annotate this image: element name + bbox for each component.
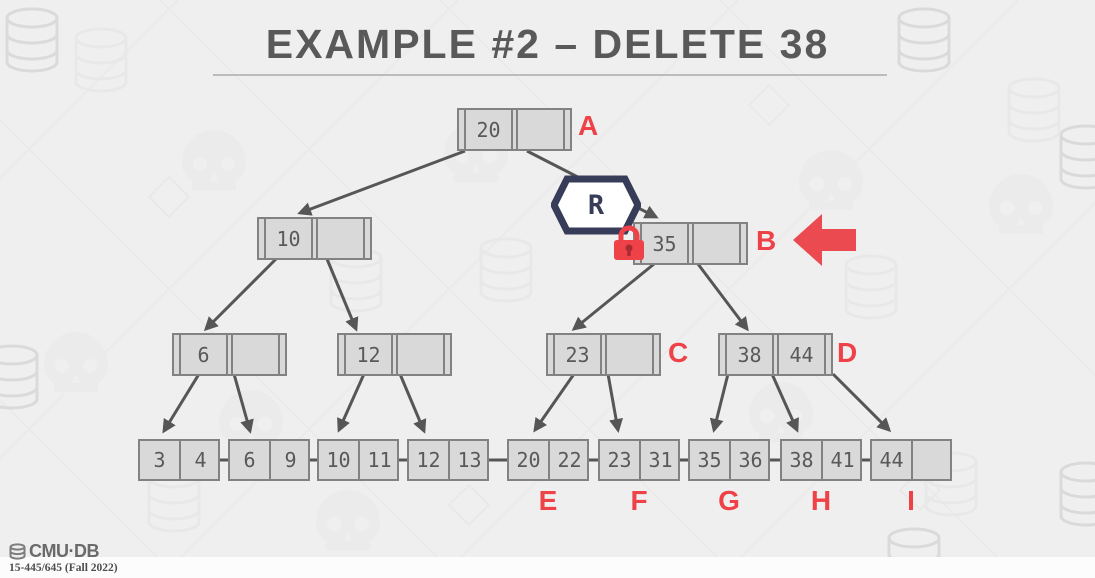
lock-icon (614, 225, 644, 260)
key-cell: 44 (789, 342, 814, 367)
title-divider (213, 74, 887, 76)
leaf-node-3-4: 3 4 (138, 439, 220, 481)
node-c-label: C (668, 337, 689, 368)
node-d-label: D (837, 337, 858, 368)
course-label: 15-445/645 (Fall 2022) (9, 562, 118, 574)
key-cell (911, 441, 952, 479)
key-cell: 38 (737, 342, 762, 367)
red-left-arrow-icon (793, 214, 856, 266)
pointer-slot (548, 335, 555, 374)
key-cell (607, 335, 652, 374)
leaf-node-20-22: 20 22 (507, 439, 589, 481)
key-cell: 35 (697, 448, 722, 472)
pointer-slot (511, 110, 518, 149)
pointer-slot (174, 335, 181, 374)
key-cell: 4 (179, 441, 220, 479)
latch-badge-text: R (587, 190, 605, 221)
key-cell: 22 (548, 441, 589, 479)
key-cell: 12 (356, 342, 381, 367)
pointer-slot (226, 335, 233, 374)
key-cell: 12 (416, 448, 441, 472)
key-cell: 41 (821, 441, 862, 479)
key-cell: 6 (197, 342, 210, 367)
key-cell (518, 110, 563, 149)
key-cell: 38 (789, 448, 814, 472)
database-stack-icon (9, 543, 26, 560)
inner-node-b: 35 (633, 222, 748, 265)
inner-node-6: 6 (172, 333, 287, 376)
pointer-slot (563, 110, 570, 149)
pointer-slot (772, 335, 779, 374)
pointer-slot (739, 224, 746, 263)
inner-node-a: 20 (457, 108, 572, 151)
leaf-node-6-9: 6 9 (228, 439, 310, 481)
slide-title: EXAMPLE #2 – DELETE 38 (265, 21, 830, 67)
pointer-slot (391, 335, 398, 374)
key-cell: 35 (652, 231, 677, 256)
key-cell: 3 (153, 448, 166, 472)
key-cell: 20 (476, 117, 501, 142)
leaf-g-label: G (718, 485, 740, 516)
key-cell (318, 219, 363, 258)
cmu-db-logo: CMU·DB (9, 541, 118, 562)
leaf-i-label: I (907, 485, 915, 516)
pointer-slot (339, 335, 346, 374)
key-cell: 23 (607, 448, 632, 472)
node-a-label: A (578, 110, 599, 141)
node-b-label: B (756, 225, 777, 256)
pointer-slot (720, 335, 727, 374)
pointer-slot (824, 335, 831, 374)
key-cell (694, 224, 739, 263)
key-cell: 31 (639, 441, 680, 479)
pointer-slot (363, 219, 370, 258)
pointer-slot (600, 335, 607, 374)
leaf-node-10-11: 10 11 (317, 439, 399, 481)
key-cell: 10 (276, 226, 301, 251)
key-cell: 44 (879, 448, 904, 472)
leaf-node-38-41: 38 41 (780, 439, 862, 481)
inner-node-12: 12 (337, 333, 452, 376)
pointer-slot (311, 219, 318, 258)
key-cell: 9 (269, 441, 310, 479)
pointer-slot (652, 335, 659, 374)
logo-text: CMU·DB (29, 541, 99, 561)
inner-node-10: 10 (257, 217, 372, 260)
key-cell: 11 (358, 441, 399, 479)
inner-node-d: 38 44 (718, 333, 833, 376)
key-cell (398, 335, 443, 374)
key-cell: 10 (326, 448, 351, 472)
leaf-e-label: E (538, 485, 558, 516)
leaf-node-35-36: 35 36 (688, 439, 770, 481)
pointer-slot (459, 110, 466, 149)
key-cell: 13 (448, 441, 489, 479)
bottom-band (0, 557, 1095, 578)
key-cell: 36 (729, 441, 770, 479)
pointer-slot (278, 335, 285, 374)
key-cell: 20 (516, 448, 541, 472)
pointer-slot (259, 219, 266, 258)
leaf-node-44: 44 (870, 439, 952, 481)
leaf-node-12-13: 12 13 (407, 439, 489, 481)
leaf-node-23-31: 23 31 (598, 439, 680, 481)
inner-node-c: 23 (546, 333, 661, 376)
pointer-slot (443, 335, 450, 374)
footer: CMU·DB 15-445/645 (Fall 2022) (9, 541, 118, 574)
key-cell: 23 (565, 342, 590, 367)
pointer-slot (687, 224, 694, 263)
leaf-h-label: H (810, 485, 832, 516)
leaf-f-label: F (630, 485, 648, 516)
key-cell (233, 335, 278, 374)
key-cell: 6 (243, 448, 256, 472)
